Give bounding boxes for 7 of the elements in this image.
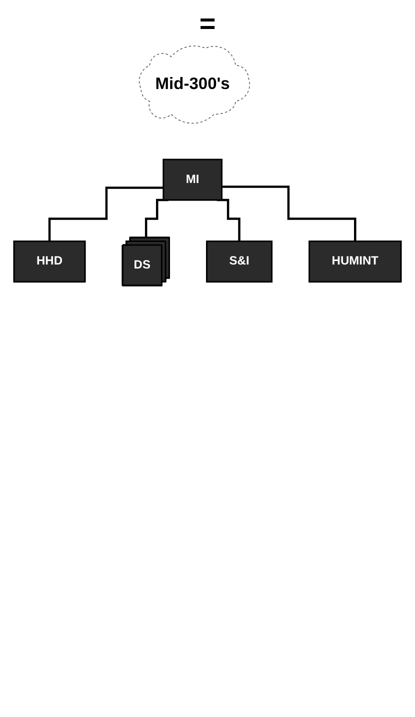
node-box: S&I [206, 240, 273, 283]
node-box: HHD [13, 240, 86, 283]
equals-sign: = [199, 8, 216, 39]
node-box: MI [162, 158, 222, 201]
connector [222, 186, 356, 242]
connector [48, 186, 164, 242]
node-box: HUMINT [308, 240, 402, 283]
